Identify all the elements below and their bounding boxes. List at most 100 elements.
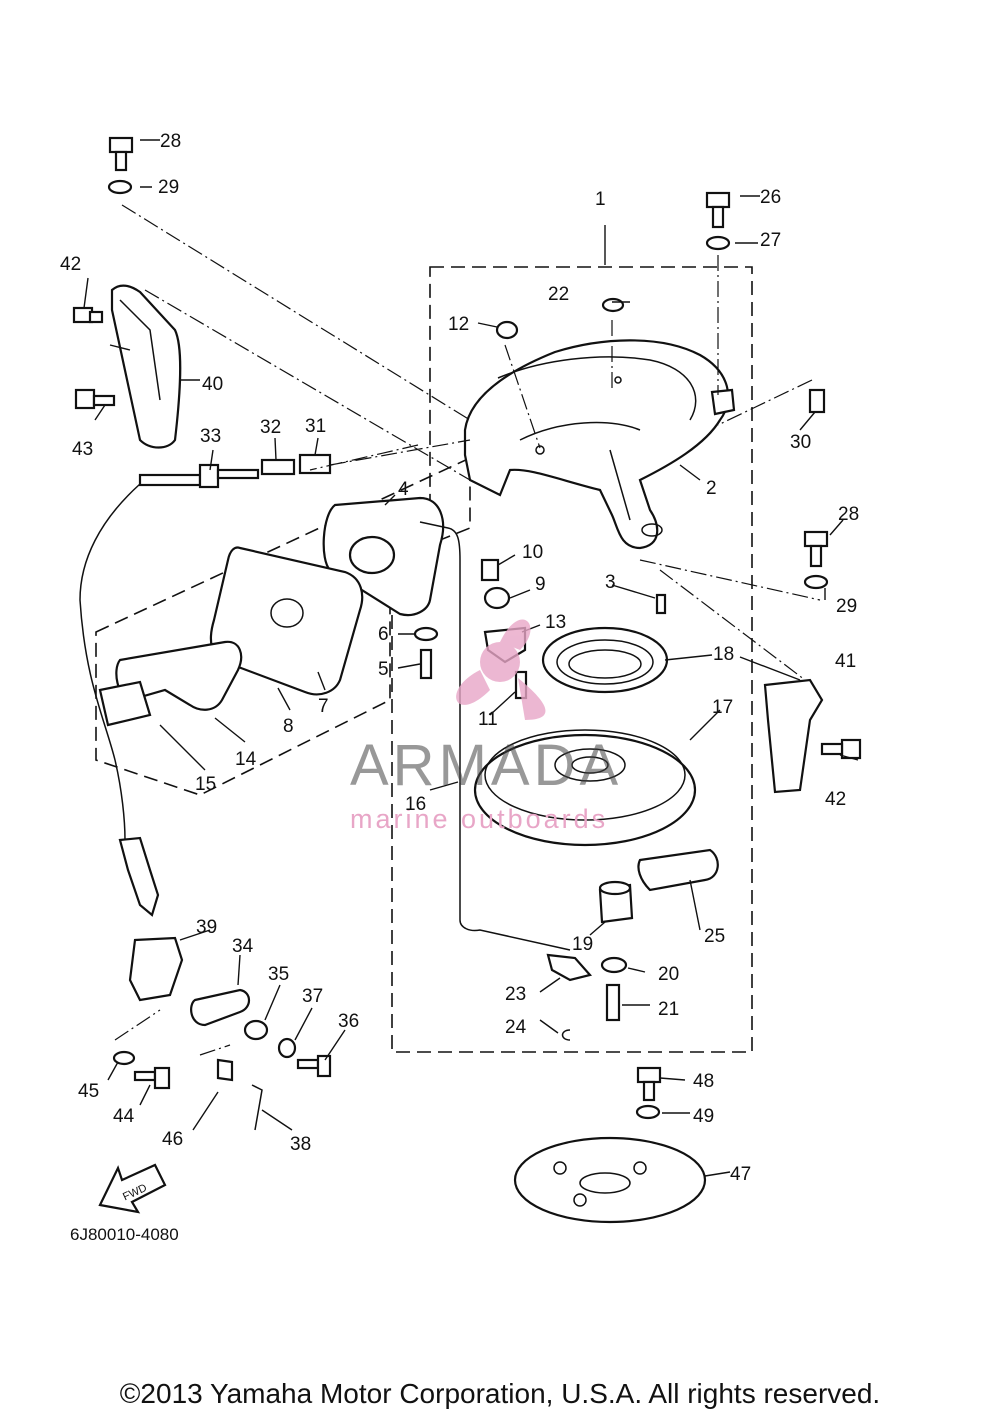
callout-36: 36 bbox=[338, 1011, 359, 1032]
bracket-39 bbox=[128, 936, 184, 1002]
watermark-logo bbox=[456, 619, 546, 720]
cable-end bbox=[118, 836, 160, 917]
callout-10: 10 bbox=[522, 542, 543, 563]
callout-25: 25 bbox=[704, 926, 725, 947]
spacer-30 bbox=[808, 388, 826, 414]
bottom-plate bbox=[513, 1136, 707, 1224]
washer-45 bbox=[112, 1050, 136, 1066]
nut-12 bbox=[495, 320, 519, 340]
callout-40: 40 bbox=[202, 374, 223, 395]
callout-41: 41 bbox=[835, 651, 856, 672]
callout-14: 14 bbox=[235, 749, 257, 770]
clip-46 bbox=[216, 1058, 234, 1082]
callout-31: 31 bbox=[305, 416, 326, 437]
nut-22 bbox=[601, 297, 625, 313]
copyright-notice: ©2013 Yamaha Motor Corporation, U.S.A. A… bbox=[119, 1378, 881, 1409]
spring-32 bbox=[260, 458, 296, 476]
callout-6: 6 bbox=[378, 624, 389, 645]
callout-21: 21 bbox=[658, 999, 679, 1020]
plate-25 bbox=[637, 848, 719, 892]
callout-1: 1 bbox=[595, 189, 606, 210]
callout-24: 24 bbox=[505, 1017, 527, 1038]
callout-42-right: 42 bbox=[825, 789, 846, 810]
callout-49: 49 bbox=[693, 1106, 714, 1127]
callout-29: 29 bbox=[158, 177, 179, 198]
callout-19: 19 bbox=[572, 934, 593, 955]
callout-3: 3 bbox=[605, 572, 616, 593]
alignment-lines bbox=[114, 204, 821, 1056]
callout-34: 34 bbox=[232, 936, 254, 957]
throttle-cable bbox=[79, 483, 141, 841]
drive-plate bbox=[541, 626, 669, 694]
pawl-23 bbox=[546, 953, 593, 982]
cable-joint-33 bbox=[138, 463, 260, 489]
callout-37: 37 bbox=[302, 986, 323, 1007]
leader-lines bbox=[83, 139, 859, 1177]
callout-44: 44 bbox=[113, 1106, 135, 1127]
callout-28: 28 bbox=[160, 131, 181, 152]
clip-24 bbox=[561, 1029, 571, 1041]
callout-32: 32 bbox=[260, 417, 281, 438]
callout-9: 9 bbox=[535, 574, 546, 595]
washer-29-right bbox=[803, 574, 829, 590]
callout-43: 43 bbox=[72, 439, 93, 460]
handle bbox=[98, 640, 243, 727]
callout-22: 22 bbox=[548, 284, 569, 305]
rope-16 bbox=[419, 521, 571, 951]
callout-26: 26 bbox=[760, 187, 781, 208]
bolt-42-top bbox=[72, 306, 104, 324]
watermark-brand: ARMADA bbox=[350, 733, 622, 798]
handle-grip bbox=[322, 496, 445, 617]
callout-46: 46 bbox=[162, 1129, 183, 1150]
bolt-44 bbox=[133, 1066, 171, 1090]
pin-38 bbox=[251, 1084, 263, 1131]
callout-4: 4 bbox=[398, 479, 409, 500]
callout-35: 35 bbox=[268, 964, 289, 985]
callout-18: 18 bbox=[713, 644, 734, 665]
callout-42: 42 bbox=[60, 254, 81, 275]
diagram-code: 6J80010-4080 bbox=[70, 1225, 179, 1244]
callout-11: 11 bbox=[478, 709, 498, 730]
bolt-43 bbox=[74, 388, 116, 410]
callout-8: 8 bbox=[283, 716, 294, 737]
handle-cover bbox=[209, 546, 364, 696]
callout-15: 15 bbox=[195, 774, 216, 795]
bracket-40 bbox=[110, 284, 182, 449]
washer-37 bbox=[277, 1037, 297, 1059]
callout-38: 38 bbox=[290, 1134, 311, 1155]
callout-30: 30 bbox=[790, 432, 811, 453]
link-34 bbox=[190, 988, 251, 1027]
washer-29-top bbox=[107, 179, 133, 195]
bracket-41 bbox=[763, 678, 824, 794]
bolt-28-top bbox=[108, 136, 134, 172]
callout-17: 17 bbox=[712, 697, 733, 718]
callout-2: 2 bbox=[706, 478, 717, 499]
watermark-tagline: marine outboards bbox=[350, 804, 608, 834]
pin-3 bbox=[655, 593, 667, 615]
collar-35 bbox=[243, 1019, 269, 1041]
sheave-drum bbox=[473, 729, 697, 847]
washer-27 bbox=[705, 235, 731, 251]
bolt-26 bbox=[705, 191, 731, 229]
callout-28-right: 28 bbox=[838, 504, 859, 525]
callout-23: 23 bbox=[505, 984, 526, 1005]
callout-labels: 28 29 26 27 1 22 12 42 40 43 33 32 31 4 … bbox=[60, 131, 859, 1185]
callout-20: 20 bbox=[658, 964, 679, 985]
bolt-28-right bbox=[803, 530, 829, 568]
bolt-5 bbox=[419, 648, 433, 680]
bolt-48 bbox=[636, 1066, 662, 1102]
washer-49 bbox=[635, 1104, 661, 1120]
callout-13: 13 bbox=[545, 612, 566, 633]
callout-39: 39 bbox=[196, 917, 217, 938]
callout-47: 47 bbox=[730, 1164, 751, 1185]
callout-12: 12 bbox=[448, 314, 469, 335]
callout-16: 16 bbox=[405, 794, 426, 815]
collar-19 bbox=[598, 880, 634, 924]
callout-45: 45 bbox=[78, 1081, 99, 1102]
callout-27: 27 bbox=[760, 230, 781, 251]
washer-20 bbox=[600, 956, 628, 974]
bushing-9 bbox=[483, 586, 511, 610]
holder-31 bbox=[298, 453, 332, 475]
washer-6 bbox=[413, 626, 439, 642]
